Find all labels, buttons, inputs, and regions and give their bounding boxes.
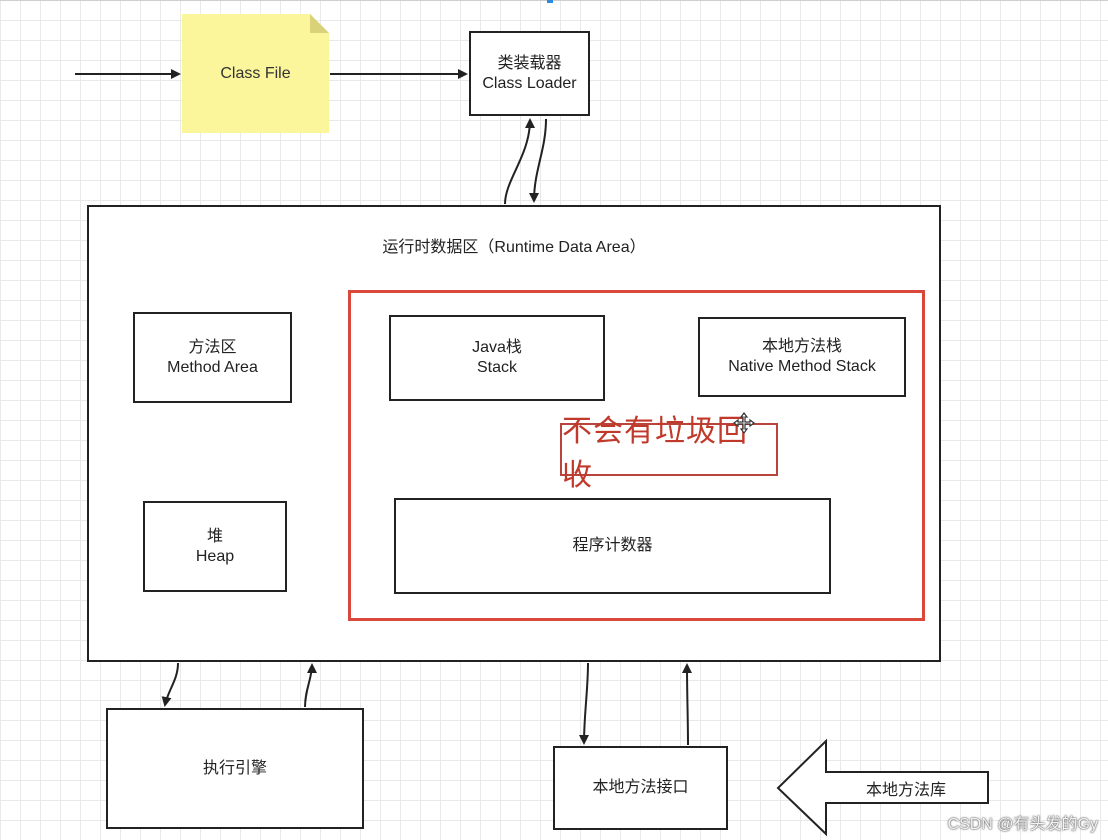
class-loader-label-zh: 类装载器	[497, 54, 562, 72]
method-area-box[interactable]: 方法区 Method Area	[133, 312, 292, 403]
top-divider	[0, 0, 1108, 1]
engine-to-runtime-arrow	[304, 663, 317, 708]
native-stack-label-zh: 本地方法栈	[761, 338, 842, 355]
loader-to-runtime-arrow	[529, 118, 547, 203]
native-library-arrow-shape	[776, 738, 989, 837]
native-stack-label-en: Native Method Stack	[728, 358, 876, 375]
pc-register-label: 程序计数器	[572, 537, 653, 554]
move-cursor-icon	[733, 412, 755, 434]
runtime-to-engine-arrow	[161, 662, 179, 707]
class-file-note[interactable]: Class File	[182, 14, 329, 133]
pc-register-box[interactable]: 程序计数器	[394, 498, 831, 594]
note-shape	[182, 14, 329, 133]
watermark: CSDN @有头发的Gy	[947, 816, 1098, 833]
runtime-to-interface-arrow	[579, 662, 590, 745]
method-area-label-zh: 方法区	[188, 338, 237, 356]
heap-label-en: Heap	[195, 547, 235, 565]
heap-box[interactable]: 堆 Heap	[143, 501, 287, 592]
heap-label-zh: 堆	[206, 527, 223, 545]
native-interface-label: 本地方法接口	[592, 779, 689, 796]
runtime-to-loader-arrow	[504, 118, 535, 205]
java-stack-label-zh: Java栈	[472, 339, 522, 356]
java-stack-box[interactable]: Java栈 Stack	[389, 315, 605, 401]
class-loader-box[interactable]: 类装载器 Class Loader	[469, 31, 590, 116]
class-file-label: Class File	[220, 64, 291, 82]
java-stack-label-en: Stack	[476, 359, 517, 376]
top-marker	[547, 0, 553, 3]
native-library-label[interactable]: 本地方法库	[865, 782, 946, 799]
runtime-area-title: 运行时数据区（Runtime Data Area）	[382, 239, 646, 256]
native-interface-box[interactable]: 本地方法接口	[553, 746, 728, 830]
interface-to-runtime-arrow	[682, 663, 693, 746]
native-method-stack-box[interactable]: 本地方法栈 Native Method Stack	[698, 317, 906, 397]
class-loader-label-en: Class Loader	[482, 74, 577, 92]
method-area-label-en: Method Area	[167, 358, 258, 376]
execution-engine-label: 执行引擎	[202, 759, 267, 777]
no-gc-region-frame	[348, 290, 925, 621]
execution-engine-box[interactable]: 执行引擎	[106, 708, 364, 829]
